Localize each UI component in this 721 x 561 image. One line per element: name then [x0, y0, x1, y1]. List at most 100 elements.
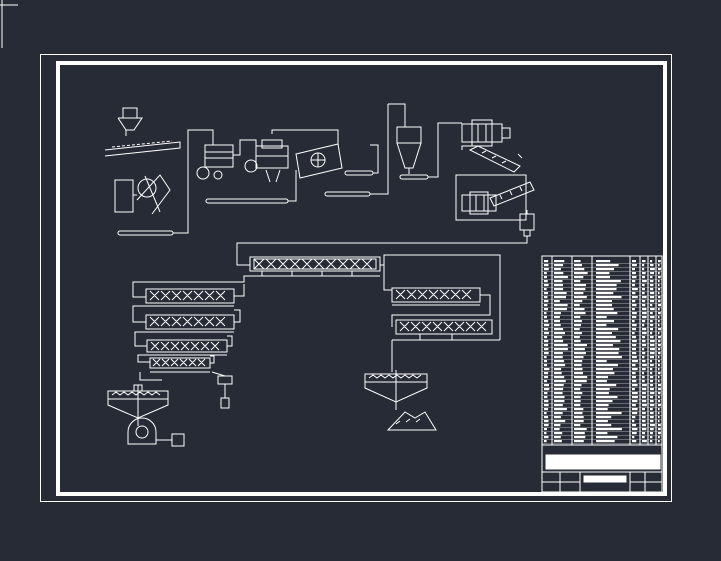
title-block-cell — [658, 400, 661, 403]
title-block-cell — [544, 332, 549, 335]
title-block-cell — [650, 352, 655, 355]
title-block-cell — [658, 276, 661, 279]
title-block-cell — [574, 364, 582, 367]
title-block-cell — [554, 284, 563, 287]
title-block-cell — [632, 292, 636, 295]
title-block-cell — [642, 416, 646, 419]
title-block-cell — [554, 352, 563, 355]
title-block-cell — [596, 416, 612, 419]
title-block-cell — [650, 268, 655, 271]
title-block-cell — [554, 424, 561, 427]
title-block-cell — [544, 428, 547, 431]
title-block-cell — [642, 388, 647, 391]
title-block-cell — [554, 292, 567, 295]
title-block-cell — [658, 348, 661, 351]
title-block-cell — [650, 432, 653, 435]
title-block-cell — [632, 320, 635, 323]
title-block-cell — [554, 328, 564, 331]
title-block-cell — [642, 264, 645, 267]
title-block-cell — [554, 272, 564, 275]
title-block-cell — [596, 400, 613, 403]
title-block-cell — [596, 376, 608, 379]
title-block-cell — [650, 400, 654, 403]
title-block-cell — [596, 408, 608, 411]
title-block-cell — [650, 424, 655, 427]
title-block-cell — [632, 400, 638, 403]
title-block-cell — [650, 412, 654, 415]
sheet-inner-border — [56, 61, 667, 496]
title-block-cell — [632, 380, 637, 383]
title-block-cell — [650, 308, 655, 311]
title-block-cell — [650, 312, 653, 315]
title-block-cell — [596, 344, 613, 347]
title-block-cell — [574, 396, 581, 399]
title-block-cell — [642, 372, 645, 375]
title-block-cell — [658, 300, 661, 303]
title-block-cell — [596, 392, 609, 395]
title-block-cell — [554, 280, 563, 283]
title-block-cell — [596, 268, 614, 271]
title-block-cell — [574, 380, 587, 383]
title-block-cell — [554, 324, 561, 327]
spiral-classifier-2-icon — [489, 181, 535, 207]
title-block-cell — [544, 260, 549, 263]
title-block-cell — [574, 320, 582, 323]
title-block-cell — [554, 432, 563, 435]
title-block-cell — [632, 264, 637, 267]
title-block-cell — [658, 396, 660, 399]
title-block-cell — [632, 436, 635, 439]
title-block-cell — [554, 388, 564, 391]
title-block-cell — [544, 312, 547, 315]
title-block-cell — [658, 284, 660, 287]
belt-conveyor-2-icon — [205, 198, 289, 204]
belt-conveyor-1-icon — [117, 230, 174, 236]
title-block-cell — [574, 376, 588, 379]
scavenger-cells-2-icon — [392, 319, 500, 341]
title-block-cell — [544, 396, 548, 399]
title-block-cell — [554, 300, 560, 303]
title-block-cell — [544, 412, 547, 415]
title-block-cell — [658, 344, 661, 347]
title-block-cell — [642, 268, 645, 271]
tailings-thickener-icon — [364, 370, 428, 410]
flow-line — [370, 104, 389, 195]
title-block-cell — [596, 404, 609, 407]
flow-line — [380, 264, 392, 291]
title-block-cell — [596, 280, 621, 283]
title-block-cell — [544, 264, 549, 267]
title-block-cell — [650, 296, 655, 299]
title-block-cell — [658, 292, 660, 295]
title-block-cell — [642, 436, 645, 439]
scavenger-cells-1-icon — [391, 287, 491, 327]
title-block-cell — [596, 372, 615, 375]
title-block-cell — [658, 336, 661, 339]
title-block-cell — [632, 300, 636, 303]
title-block-cell — [574, 260, 581, 263]
disc-filter-icon — [127, 417, 185, 447]
title-block-cell — [554, 276, 568, 279]
title-block-cell — [658, 388, 661, 391]
title-block-cell — [544, 320, 549, 323]
title-block-cell — [554, 440, 562, 443]
title-block-cell — [642, 320, 646, 323]
cone-crusher-icon — [196, 144, 234, 180]
title-block-cell — [554, 372, 562, 375]
title-block-cell — [632, 440, 637, 443]
title-block-cell — [554, 396, 565, 399]
title-block-cell — [544, 408, 548, 411]
title-block-cell — [632, 280, 636, 283]
title-block-cell — [596, 324, 607, 327]
title-block-cell — [658, 296, 661, 299]
title-block-cell — [596, 300, 612, 303]
cleaner-cells-3-icon — [146, 335, 233, 356]
title-block-cell — [650, 288, 654, 291]
title-block-cell — [544, 292, 548, 295]
title-block-cell — [642, 332, 647, 335]
title-block-cell — [632, 272, 636, 275]
title-block-cell — [544, 300, 549, 303]
title-block-cell — [554, 360, 564, 363]
title-block-cell — [596, 260, 611, 263]
title-block-cell — [574, 328, 580, 331]
title-block-cell — [632, 324, 637, 327]
